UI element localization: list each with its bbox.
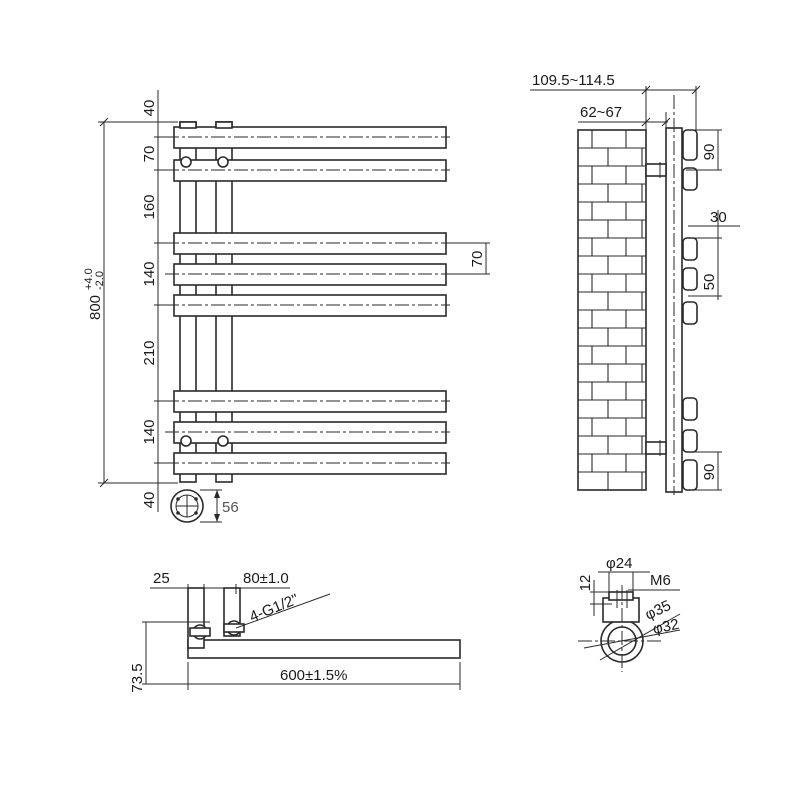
dim-valve-offset: 56	[222, 499, 239, 516]
valve-connector-icon	[189, 620, 245, 640]
dim-bar-gap: 70	[469, 251, 486, 268]
brick-wall	[577, 129, 647, 491]
dim-width: 600±1.5%	[280, 667, 347, 684]
dim-thread: 4-G1/2"	[247, 591, 301, 626]
dim-bottom-bracket: 90	[701, 464, 718, 481]
dim-center: 80±1.0	[243, 570, 289, 587]
dim-dia-24: φ24	[606, 555, 632, 572]
dim-depth-wall: 62~67	[580, 104, 622, 121]
front-view: 40 70 160 140 210 140 40 800 +4.0 -2.0 7…	[83, 90, 490, 523]
front-horizontal-bars	[173, 126, 447, 475]
screw-icon	[217, 435, 229, 447]
dim-depth-total: 109.5~114.5	[532, 72, 615, 89]
screw-icon	[217, 156, 229, 168]
bottom-view: 25 80±1.0 4-G1/2" 73.5 600±1.5%	[129, 570, 461, 693]
valve-offset-dimension	[200, 489, 222, 523]
screw-icon	[180, 435, 192, 447]
bottom-dimensions	[142, 584, 461, 690]
detail-dimensions	[583, 571, 681, 661]
detail-view: φ24 M6 12 φ35 φ32	[577, 555, 681, 672]
wall-bracket-bottom	[645, 441, 667, 455]
dim-30: 30	[710, 209, 727, 226]
dim-thread-m6: M6	[650, 572, 671, 589]
dim-front-210: 210	[141, 340, 158, 365]
side-bar-profiles	[682, 129, 698, 491]
side-view: 109.5~114.5 62~67 90 30 50 90	[530, 72, 740, 495]
dim-top-bracket: 90	[701, 144, 718, 161]
screw-icon	[180, 156, 192, 168]
dim-12: 12	[577, 575, 594, 592]
bottom-bar-outline	[187, 639, 461, 659]
dim-50: 50	[701, 274, 718, 291]
dim-front-70: 70	[141, 146, 158, 163]
dim-depth-bottom: 73.5	[129, 663, 146, 692]
wall-bracket-top	[645, 163, 667, 177]
dim-overall-height: 800	[87, 295, 104, 320]
front-bar-centerlines	[165, 136, 450, 464]
dim-front-140-lower: 140	[141, 419, 158, 444]
dim-front-140: 140	[141, 261, 158, 286]
valve-icon	[170, 489, 204, 523]
front-bar-gap-dimension	[446, 242, 490, 275]
dim-edge: 25	[153, 570, 170, 587]
dim-dia-32: φ32	[651, 616, 680, 638]
dim-front-160: 160	[141, 194, 158, 219]
dim-overall-tol-plus: +4.0	[83, 268, 95, 290]
front-fixing-screws	[180, 156, 229, 447]
dim-front-40-bottom: 40	[141, 492, 158, 509]
dim-front-40-top: 40	[141, 100, 158, 117]
side-right-dimensions	[686, 129, 740, 491]
front-dimension-chain	[98, 90, 178, 512]
dim-overall-tol-minus: -2.0	[94, 271, 106, 290]
side-depth-dimensions	[530, 85, 701, 132]
